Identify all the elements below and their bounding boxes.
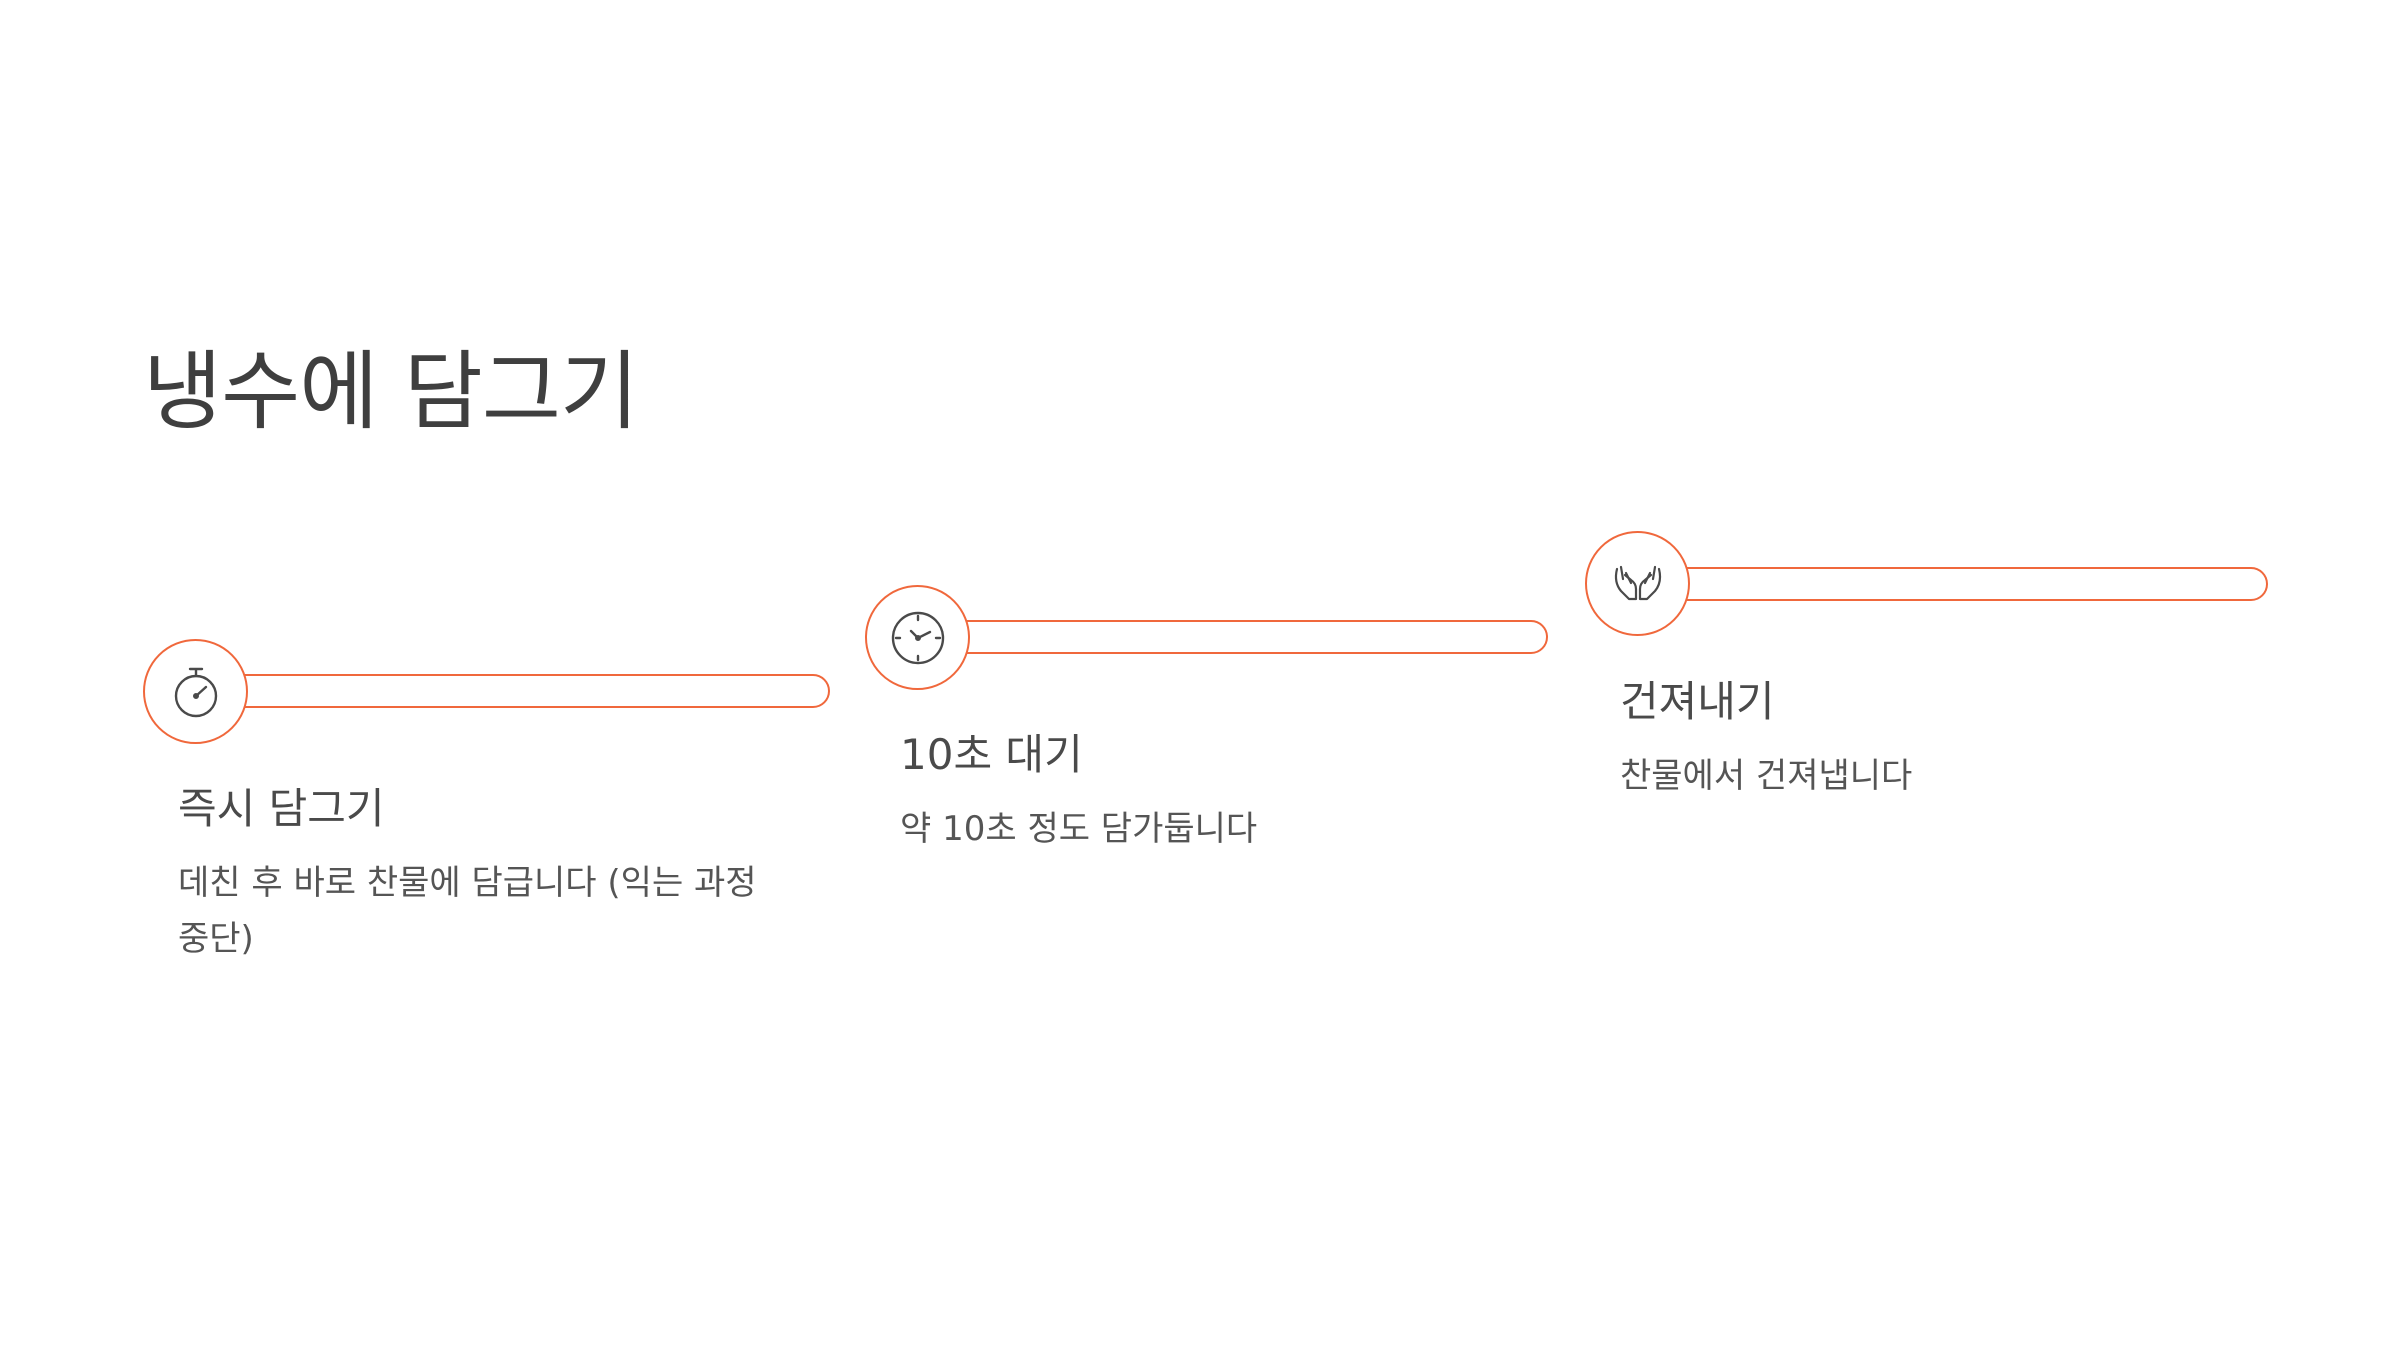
step-1-description: 데친 후 바로 찬물에 담급니다 (익는 과정 중단): [178, 863, 757, 959]
hands-icon: [1614, 565, 1661, 600]
step-3-description: 찬물에서 건져냅니다: [1620, 756, 1913, 796]
slide-title: 냉수에 담그기: [143, 342, 639, 442]
step-2-description: 약 10초 정도 담가둡니다: [900, 809, 1258, 849]
step-2-title: 10초 대기: [900, 730, 1083, 779]
step-2-icon-circle: [865, 585, 970, 690]
step-1-title: 즉시 담그기: [178, 784, 385, 833]
step-1-icon-circle: [143, 639, 248, 744]
clock-icon: [891, 611, 944, 664]
stopwatch-icon: [174, 667, 217, 717]
step-1-track: [198, 674, 830, 708]
step-2-track: [920, 620, 1548, 654]
step-3-title: 건져내기: [1620, 677, 1775, 726]
step-3-icon-circle: [1585, 531, 1690, 636]
step-3-track: [1640, 567, 2268, 601]
